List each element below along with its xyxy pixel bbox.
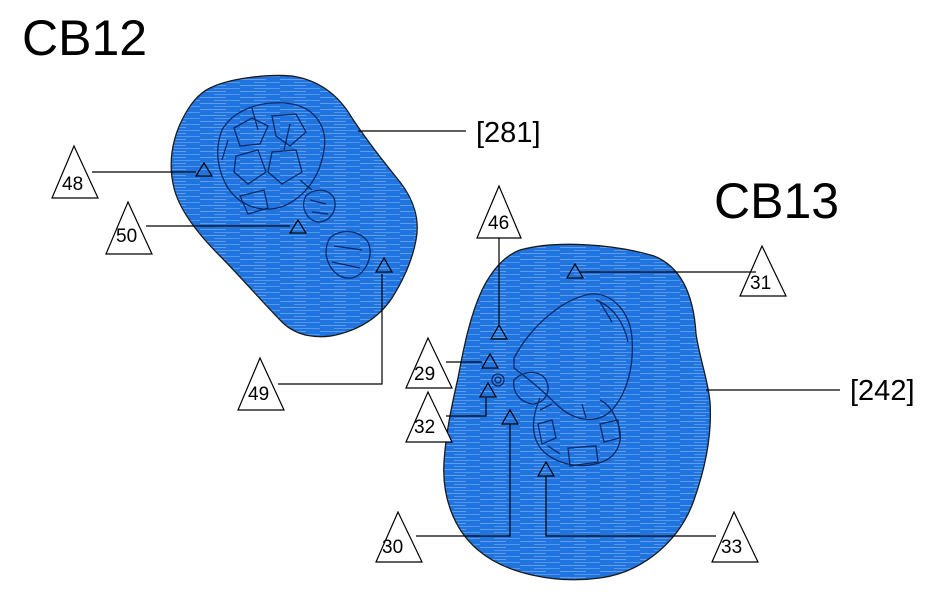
marker-50: 50 xyxy=(105,200,308,255)
marker-50-pointer xyxy=(288,218,308,234)
cb12-skeleton-sketch xyxy=(217,102,371,279)
marker-49: 49 xyxy=(237,256,394,411)
marker-30: 30 xyxy=(375,408,520,563)
marker-29-label: 29 xyxy=(414,364,435,385)
marker-29-pointer xyxy=(480,352,500,369)
marker-33-label: 33 xyxy=(721,537,742,558)
marker-48-pointer xyxy=(194,161,214,177)
marker-31-label: 31 xyxy=(750,273,771,294)
marker-32-label: 32 xyxy=(414,417,435,438)
marker-48-label: 48 xyxy=(62,174,83,195)
cb13-feature-shape xyxy=(443,243,711,581)
marker-49-leader xyxy=(278,274,383,385)
marker-33-leader xyxy=(545,476,716,537)
marker-31-pointer xyxy=(565,262,585,279)
cb13-skeleton-sketch xyxy=(491,293,634,467)
marker-32: 32 xyxy=(405,381,498,443)
marker-30-pointer xyxy=(500,408,520,425)
cb12-title: CB12 xyxy=(22,10,147,66)
marker-46-label: 46 xyxy=(488,213,509,234)
marker-33-pointer xyxy=(536,460,556,477)
marker-46: 46 xyxy=(476,184,522,340)
marker-32-pointer xyxy=(478,381,498,398)
marker-29: 29 xyxy=(405,336,500,389)
marker-49-label: 49 xyxy=(248,384,269,405)
marker-46-pointer xyxy=(489,323,509,340)
marker-33: 33 xyxy=(536,460,759,563)
marker-50-label: 50 xyxy=(116,226,137,247)
marker-48: 48 xyxy=(51,144,214,199)
cb13-title: CB13 xyxy=(714,173,839,229)
marker-31: 31 xyxy=(565,244,787,297)
marker-30-label: 30 xyxy=(382,537,403,558)
marker-32-leader xyxy=(446,398,487,417)
cb12-feature-shape xyxy=(170,74,418,338)
cb13-ref-label: [242] xyxy=(850,375,915,407)
cb12-ref-label: [281] xyxy=(476,117,541,149)
marker-30-leader xyxy=(416,424,511,537)
marker-49-pointer xyxy=(374,256,394,273)
